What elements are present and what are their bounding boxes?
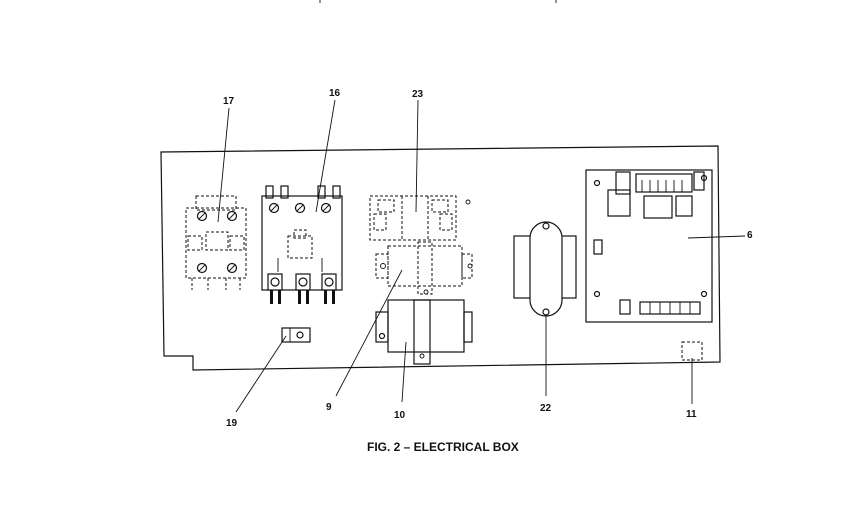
scan-marks [319,0,557,3]
capacitor-22 [513,221,577,317]
leader-lines [217,99,746,413]
part-11 [681,341,703,361]
callout-23: 23 [412,89,424,100]
callout-11: 11 [686,409,697,420]
callout-17: 17 [223,96,235,107]
callout-10: 10 [394,410,406,421]
transformer-9 [375,241,473,295]
clip-19 [281,327,311,343]
contactor-16 [261,185,343,304]
callout-16: 16 [329,88,341,99]
callout-6: 6 [747,230,753,241]
callout-9: 9 [326,402,332,413]
transformer-10 [375,299,473,365]
callout-22: 22 [540,403,552,414]
control-board-6 [585,169,713,323]
relay-23 [369,195,471,241]
panel-outline [160,145,721,371]
contactor-17 [185,195,247,290]
callout-19: 19 [226,418,238,429]
figure-caption: FIG. 2 – ELECTRICAL BOX [367,440,519,454]
